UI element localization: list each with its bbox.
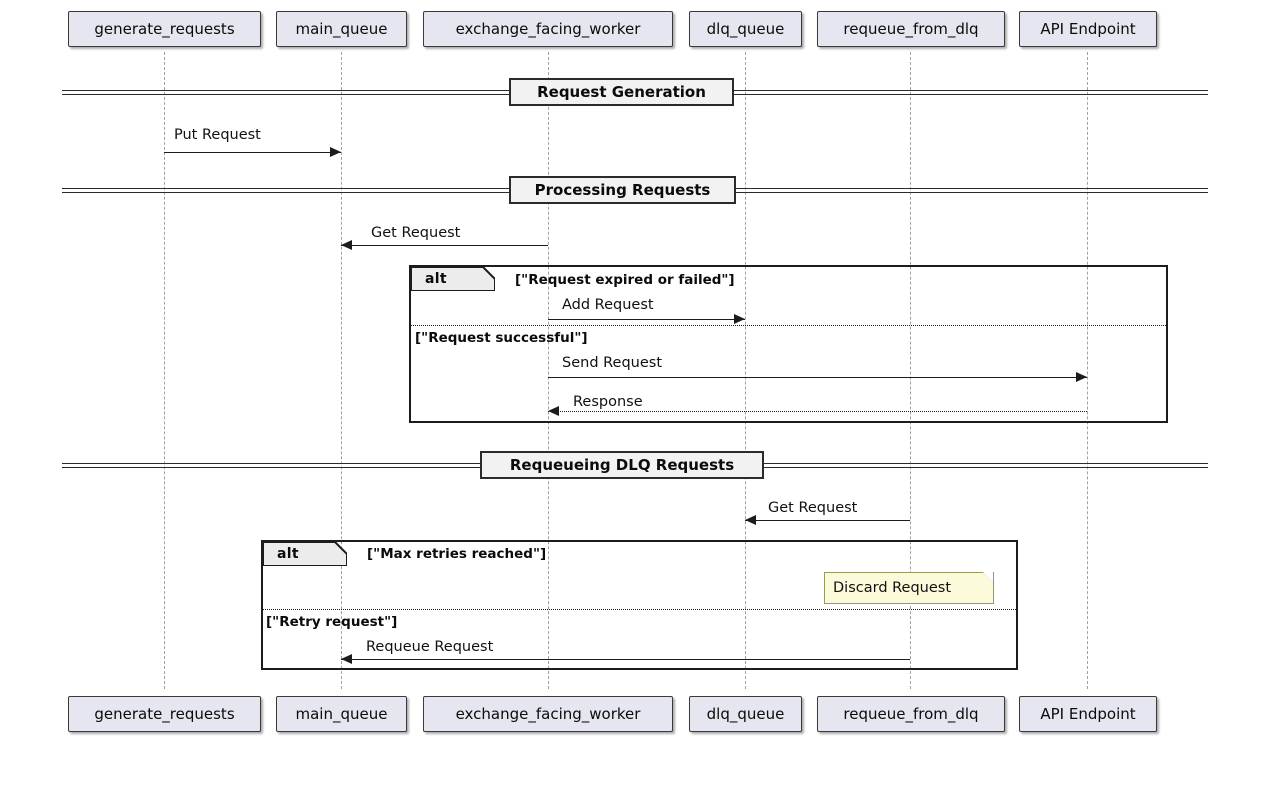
lifeline-dlq_queue	[745, 52, 746, 689]
lifeline-exchange_facing_worker	[548, 52, 549, 689]
divider-label-requeueing-dlq: Requeueing DLQ Requests	[480, 451, 764, 479]
message-arrowhead-get-request-1	[341, 240, 352, 250]
lifeline-generate_requests	[164, 52, 165, 689]
participant-top-dlq_queue[interactable]: dlq_queue	[689, 11, 802, 47]
message-label-get-request-1: Get Request	[371, 225, 461, 241]
message-line-get-request-2	[745, 520, 910, 521]
message-label-requeue-request: Requeue Request	[366, 639, 494, 655]
fragment-alt-retry-outcome	[261, 540, 1018, 670]
participant-bottom-main_queue[interactable]: main_queue	[276, 696, 407, 732]
participant-bottom-exchange_facing_worker[interactable]: exchange_facing_worker	[423, 696, 673, 732]
message-arrowhead-add-request	[734, 314, 745, 324]
fragment-separator-alt-retry-outcome	[263, 609, 1016, 610]
fragment-operator-alt-retry-outcome: alt	[277, 546, 299, 562]
fragment-operator-alt-request-outcome: alt	[425, 271, 447, 287]
participant-bottom-requeue_from_dlq[interactable]: requeue_from_dlq	[817, 696, 1005, 732]
divider-label-processing-requests: Processing Requests	[509, 176, 736, 204]
fragment-guard-request-expired-or-failed: ["Request expired or failed"]	[515, 272, 735, 288]
lifeline-main_queue	[341, 52, 342, 689]
fragment-guard-max-retries-reached: ["Max retries reached"]	[367, 546, 547, 562]
message-label-add-request: Add Request	[562, 297, 654, 313]
participant-bottom-api-endpoint[interactable]: API Endpoint	[1019, 696, 1157, 732]
message-line-requeue-request	[341, 659, 910, 660]
message-arrowhead-response	[548, 406, 559, 416]
message-line-send-request	[548, 377, 1087, 378]
message-arrowhead-get-request-2	[745, 515, 756, 525]
lifeline-API-Endpoint	[1087, 52, 1088, 689]
message-arrowhead-put-request	[330, 147, 341, 157]
participant-top-requeue_from_dlq[interactable]: requeue_from_dlq	[817, 11, 1005, 47]
message-label-send-request: Send Request	[562, 355, 663, 371]
participant-top-generate_requests[interactable]: generate_requests	[68, 11, 261, 47]
message-line-add-request	[548, 319, 745, 320]
fragment-separator-alt-request-outcome	[411, 325, 1166, 326]
fragment-alt-request-outcome	[409, 265, 1168, 423]
participant-top-exchange_facing_worker[interactable]: exchange_facing_worker	[423, 11, 673, 47]
note-discard-request: Discard Request	[824, 572, 994, 604]
fragment-guard-request-successful: ["Request successful"]	[415, 330, 588, 346]
note-fold-inner-icon	[983, 572, 993, 582]
lifeline-requeue_from_dlq	[910, 52, 911, 689]
participant-top-main_queue[interactable]: main_queue	[276, 11, 407, 47]
divider-label-request-generation: Request Generation	[509, 78, 734, 106]
participant-bottom-generate_requests[interactable]: generate_requests	[68, 696, 261, 732]
fragment-guard-retry-request: ["Retry request"]	[266, 614, 398, 630]
message-label-put-request: Put Request	[174, 127, 261, 143]
message-label-get-request-2: Get Request	[768, 500, 858, 516]
message-label-response: Response	[573, 394, 643, 410]
message-line-put-request	[164, 152, 341, 153]
message-arrowhead-requeue-request	[341, 654, 352, 664]
participant-bottom-dlq_queue[interactable]: dlq_queue	[689, 696, 802, 732]
message-arrowhead-send-request	[1076, 372, 1087, 382]
participant-top-api-endpoint[interactable]: API Endpoint	[1019, 11, 1157, 47]
message-line-response	[548, 411, 1087, 412]
message-line-get-request-1	[341, 245, 548, 246]
